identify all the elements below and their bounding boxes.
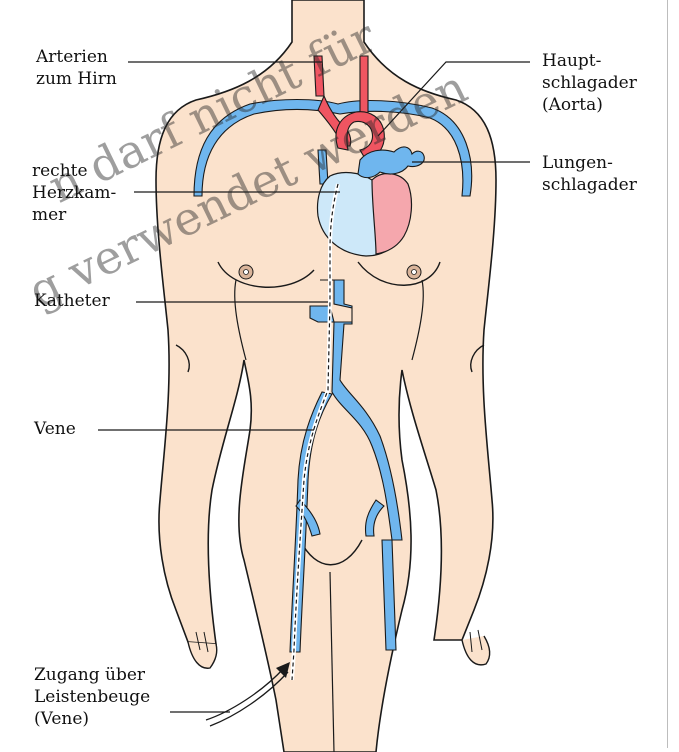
label-lungenschlagader: Lungen- schlagader xyxy=(542,152,637,196)
hand-left xyxy=(462,636,490,665)
label-arterien: Arterien zum Hirn xyxy=(36,46,117,90)
label-vene: Vene xyxy=(34,418,76,440)
hand-right xyxy=(188,642,217,668)
label-hauptschlagader: Haupt- schlagader (Aorta) xyxy=(542,50,637,116)
label-zugang: Zugang über Leistenbeuge (Vene) xyxy=(34,664,150,730)
label-herzkammer: rechte Herzkam- mer xyxy=(32,160,116,226)
label-katheter: Katheter xyxy=(34,290,110,312)
